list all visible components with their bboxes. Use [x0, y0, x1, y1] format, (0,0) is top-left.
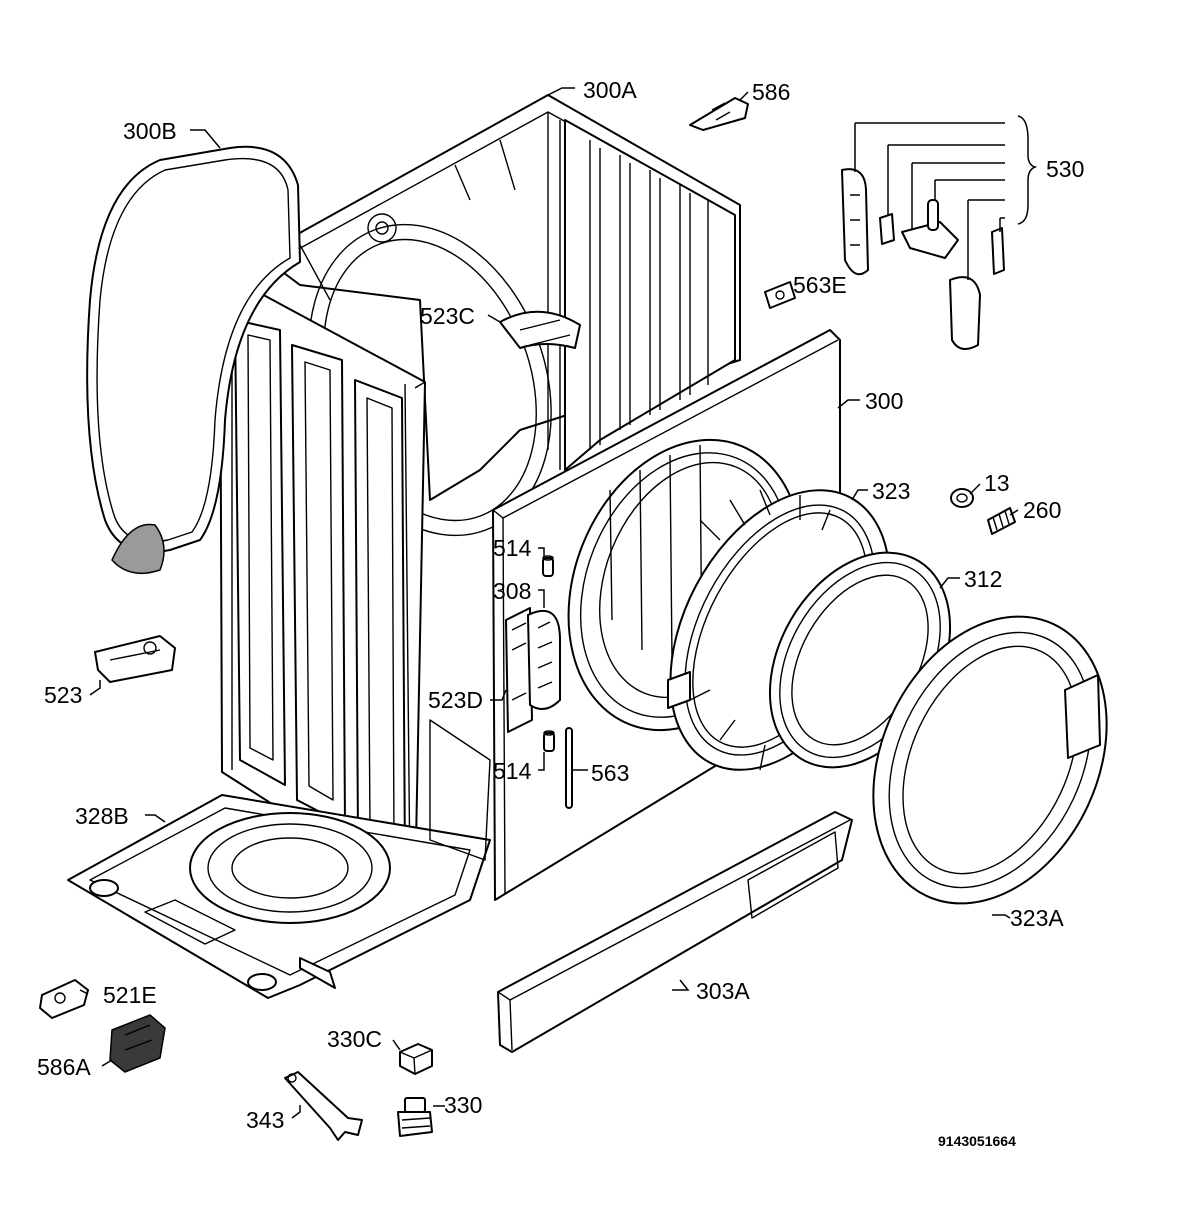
- label-323: 323: [872, 478, 910, 504]
- label-563: 563: [591, 760, 629, 786]
- bracket-308: [527, 609, 561, 710]
- label-514-top: 514: [493, 535, 532, 561]
- leader-lines: [79, 87, 1019, 1119]
- foot-330: [397, 1097, 433, 1137]
- label-586: 586: [752, 79, 790, 105]
- label-260: 260: [1023, 497, 1061, 523]
- label-523D: 523D: [428, 687, 483, 713]
- plinth-303A: [497, 811, 853, 1053]
- label-300: 300: [865, 388, 903, 414]
- label-586A: 586A: [37, 1054, 91, 1080]
- base-328B: [67, 719, 491, 999]
- hook-523C: [499, 310, 581, 349]
- door-323A: [872, 615, 1108, 905]
- bracket-530-lines: [854, 115, 1038, 280]
- sensor-563E: [764, 281, 796, 309]
- pin-514-bottom: [543, 730, 555, 752]
- hinge-586: [689, 97, 749, 131]
- label-330C: 330C: [327, 1026, 382, 1052]
- switch-521E: [39, 979, 89, 1019]
- label-330: 330: [444, 1092, 482, 1118]
- label-530: 530: [1046, 156, 1084, 182]
- label-343: 343: [246, 1107, 284, 1133]
- pin-514-top: [542, 555, 554, 577]
- spring-260: [987, 507, 1016, 535]
- connector-523: [94, 635, 176, 683]
- plug-13: [950, 488, 974, 508]
- label-523: 523: [44, 682, 82, 708]
- seal-300B: [86, 145, 301, 575]
- label-303A: 303A: [696, 978, 750, 1004]
- label-328B: 328B: [75, 803, 129, 829]
- label-312: 312: [964, 566, 1002, 592]
- kit-530: [841, 168, 1005, 350]
- wrench-343: [284, 1071, 363, 1141]
- left-side-panel: [219, 277, 426, 896]
- part-labels: 300A 586 300B 530 563E 523C 300 323 13 2…: [37, 77, 1084, 1149]
- label-521E: 521E: [103, 982, 157, 1008]
- door-lock-523D: [505, 607, 533, 733]
- clip-586A: [109, 1014, 166, 1073]
- label-563E: 563E: [793, 272, 847, 298]
- label-323A: 323A: [1010, 905, 1064, 931]
- rod-563: [565, 727, 573, 809]
- label-300B: 300B: [123, 118, 177, 144]
- drawing-code: 9143051664: [938, 1133, 1016, 1149]
- label-514-bottom: 514: [493, 758, 532, 784]
- label-300A: 300A: [583, 77, 637, 103]
- label-308: 308: [493, 578, 531, 604]
- foot-330C: [399, 1043, 433, 1075]
- label-13: 13: [984, 470, 1010, 496]
- label-523C: 523C: [420, 303, 475, 329]
